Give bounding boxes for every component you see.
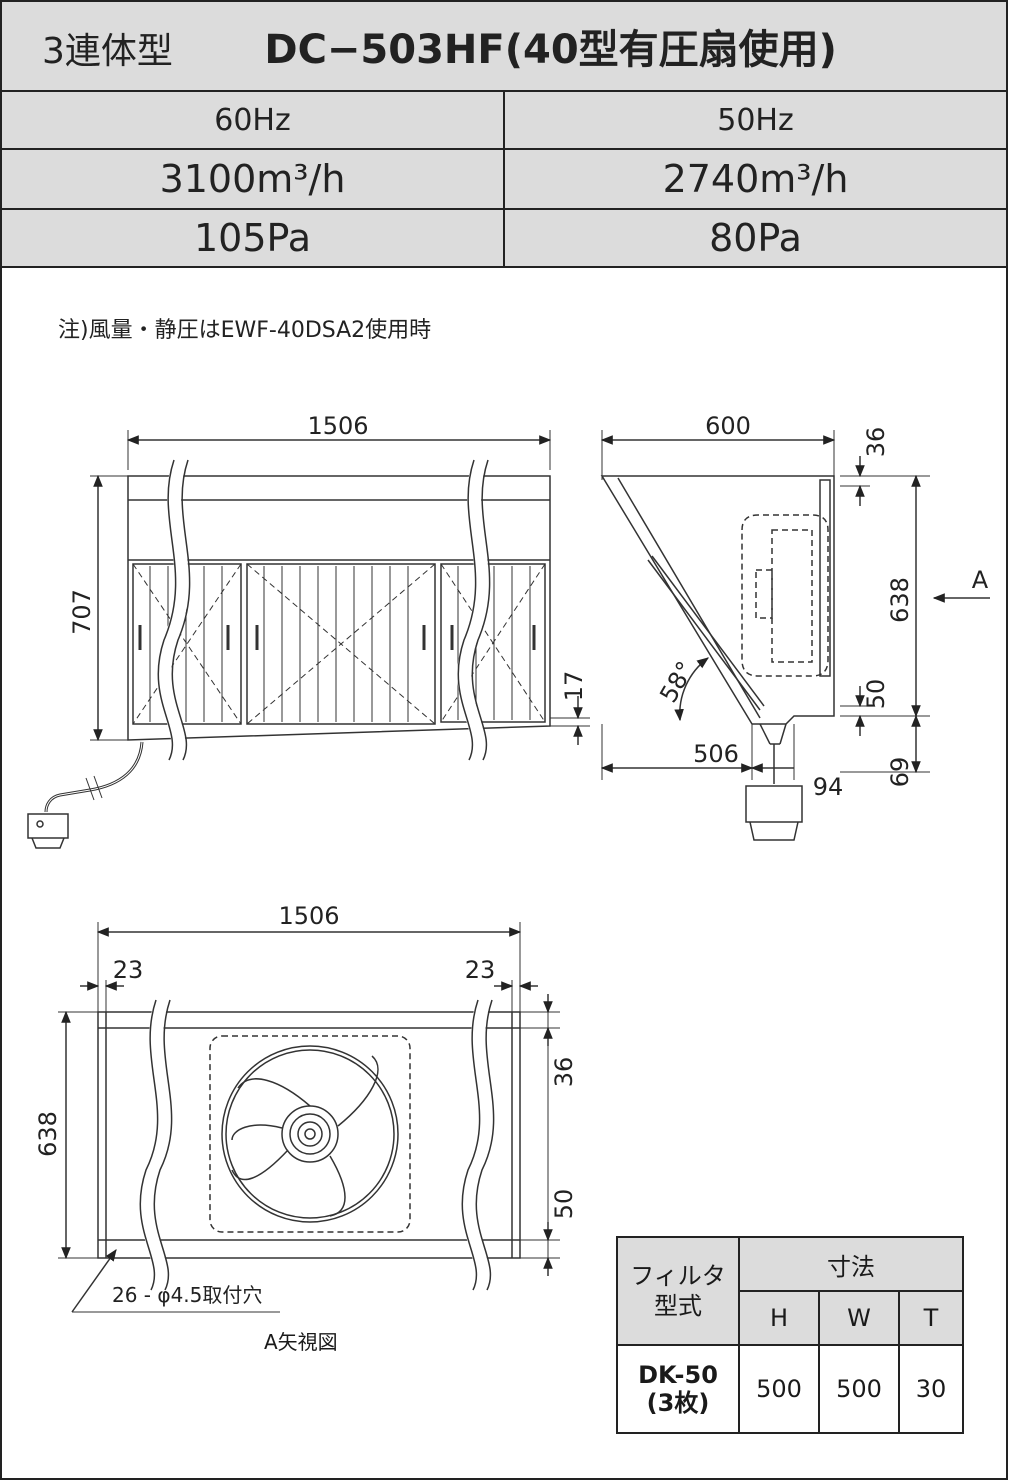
airflow-60: 3100m³/h [0,148,505,210]
spec-table: 3連体型 DC−503HF(40型有圧扇使用) 60Hz 50Hz 3100m³… [0,0,1008,268]
front-offset-label: 17 [560,671,588,702]
freq-50: 50Hz [503,90,1008,150]
a-view [58,922,560,1313]
series-label: 3連体型 [42,31,173,72]
side-top-label: 36 [862,427,890,458]
filter-type-cell: DK-50 (3枚) [616,1344,740,1434]
filter-type-name: DK-50 [638,1361,718,1389]
side-depth-label: 600 [705,412,751,440]
side-bottom-label: 50 [862,679,890,710]
side-view [600,430,990,841]
filter-t-value: 30 [898,1344,964,1434]
filter-w-value: 500 [818,1344,900,1434]
airflow-50: 2740m³/h [503,148,1008,210]
model-header: 3連体型 DC−503HF(40型有圧扇使用) [0,0,1008,92]
freq-60: 60Hz [0,90,505,150]
side-tray-label: 94 [813,773,844,801]
note-text: 注)風量・静圧はEWF-40DSA2使用時 [58,318,432,343]
filter-type-qty: (3枚) [646,1389,710,1417]
a-left-margin-label: 23 [113,956,144,984]
filter-t-header: T [898,1290,964,1346]
model-name: DC−503HF(40型有圧扇使用) [264,27,837,73]
filter-h-value: 500 [738,1344,820,1434]
pressure-60: 105Pa [0,208,505,268]
side-height-label: 638 [886,577,914,623]
side-drop-label: 69 [886,757,914,788]
filter-dims-header: 寸法 [738,1236,964,1292]
side-arrow-label: A [972,566,989,594]
filter-table: フィルタ型式 寸法 H W T DK-50 (3枚) 500 500 30 [616,1236,964,1434]
a-holes-label: 26 - φ4.5取付穴 [112,1283,262,1307]
filter-h-header: H [738,1290,820,1346]
front-view [27,430,590,849]
front-width-label: 1506 [307,412,368,440]
side-base-label: 506 [693,740,739,768]
a-width-label: 1506 [278,902,339,930]
a-right-margin-label: 23 [465,956,496,984]
pressure-50: 80Pa [503,208,1008,268]
filter-w-header: W [818,1290,900,1346]
a-top-label: 36 [550,1057,578,1088]
a-bottom-label: 50 [550,1189,578,1220]
side-angle-label: 58° [654,657,700,708]
filter-type-header: フィルタ型式 [616,1236,740,1346]
a-height-label: 638 [34,1111,62,1157]
a-view-caption: A矢視図 [264,1330,338,1354]
front-height-label: 707 [68,589,96,635]
